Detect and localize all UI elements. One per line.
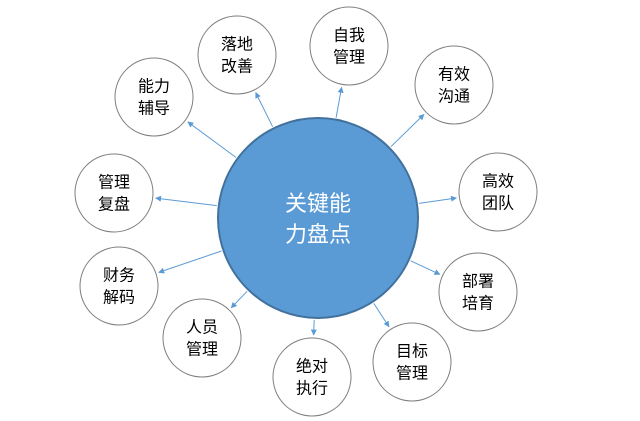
- arrow-to-ziwo: [335, 86, 344, 118]
- node-label-youxiao-line2: 沟通: [438, 87, 470, 106]
- node-label-youxiao-line1: 有效: [438, 65, 470, 84]
- node-label-guanli-line2: 复盘: [98, 195, 130, 214]
- center-label-line2: 力盘点: [285, 223, 351, 248]
- node-circle-youxiao: [414, 45, 494, 125]
- arrow-to-bushu: [410, 260, 441, 275]
- node-label-ziwo-line2: 管理: [333, 48, 365, 67]
- node-label-nengli-line1: 能力: [138, 77, 170, 96]
- node-label-luodi-line1: 落地: [221, 35, 253, 54]
- node-label-bushu-line2: 培育: [462, 294, 494, 313]
- center-node: 关键能 力盘点: [217, 117, 419, 319]
- node-circle-luodi: [197, 15, 277, 95]
- node-circle-caiwu: [79, 246, 159, 326]
- center-label-line1: 关键能: [285, 192, 351, 217]
- connector-arrows: [155, 86, 457, 336]
- node-label-juedui-line1: 绝对: [296, 357, 328, 376]
- center-circle: [217, 117, 419, 319]
- node-label-caiwu-line2: 解码: [103, 288, 135, 307]
- node-circle-mubiao: [372, 322, 452, 402]
- node-label-bushu-line1: 部署: [462, 272, 494, 291]
- node-circle-bushu: [438, 252, 518, 332]
- node-circle-nengli: [114, 57, 194, 137]
- node-label-renyuan-line1: 人员: [186, 318, 218, 337]
- arrow-to-nengli: [187, 121, 237, 158]
- arrow-to-gaoxiao: [418, 195, 457, 204]
- node-label-luodi-line2: 改善: [221, 57, 253, 76]
- node-circle-ziwo: [309, 6, 389, 86]
- node-label-gaoxiao-line2: 团队: [482, 194, 514, 213]
- node-label-caiwu-line1: 财务: [103, 266, 135, 285]
- node-label-renyuan-line2: 管理: [186, 340, 218, 359]
- node-label-ziwo-line1: 自我: [333, 26, 365, 45]
- arrow-to-juedui: [310, 319, 317, 336]
- arrow-to-mubiao: [373, 303, 390, 328]
- outer-nodes: 落地改善自我管理有效沟通高效团队部署培育目标管理绝对执行人员管理财务解码管理复盘…: [74, 6, 538, 417]
- node-circle-gaoxiao: [458, 152, 538, 232]
- node-label-gaoxiao-line1: 高效: [482, 172, 514, 191]
- arrow-to-guanli: [155, 195, 217, 207]
- node-label-mubiao-line1: 目标: [396, 342, 428, 361]
- arrow-to-caiwu: [158, 250, 222, 274]
- node-label-juedui-line2: 执行: [296, 379, 328, 398]
- node-label-mubiao-line2: 管理: [396, 364, 428, 383]
- node-label-guanli-line1: 管理: [98, 173, 130, 192]
- arrow-to-renyuan: [230, 290, 248, 309]
- arrow-to-luodi: [255, 92, 274, 127]
- node-circle-renyuan: [162, 298, 242, 378]
- node-label-nengli-line2: 辅导: [138, 99, 170, 118]
- node-circle-juedui: [272, 337, 352, 417]
- arrow-to-youxiao: [390, 113, 425, 148]
- node-circle-guanli: [74, 153, 154, 233]
